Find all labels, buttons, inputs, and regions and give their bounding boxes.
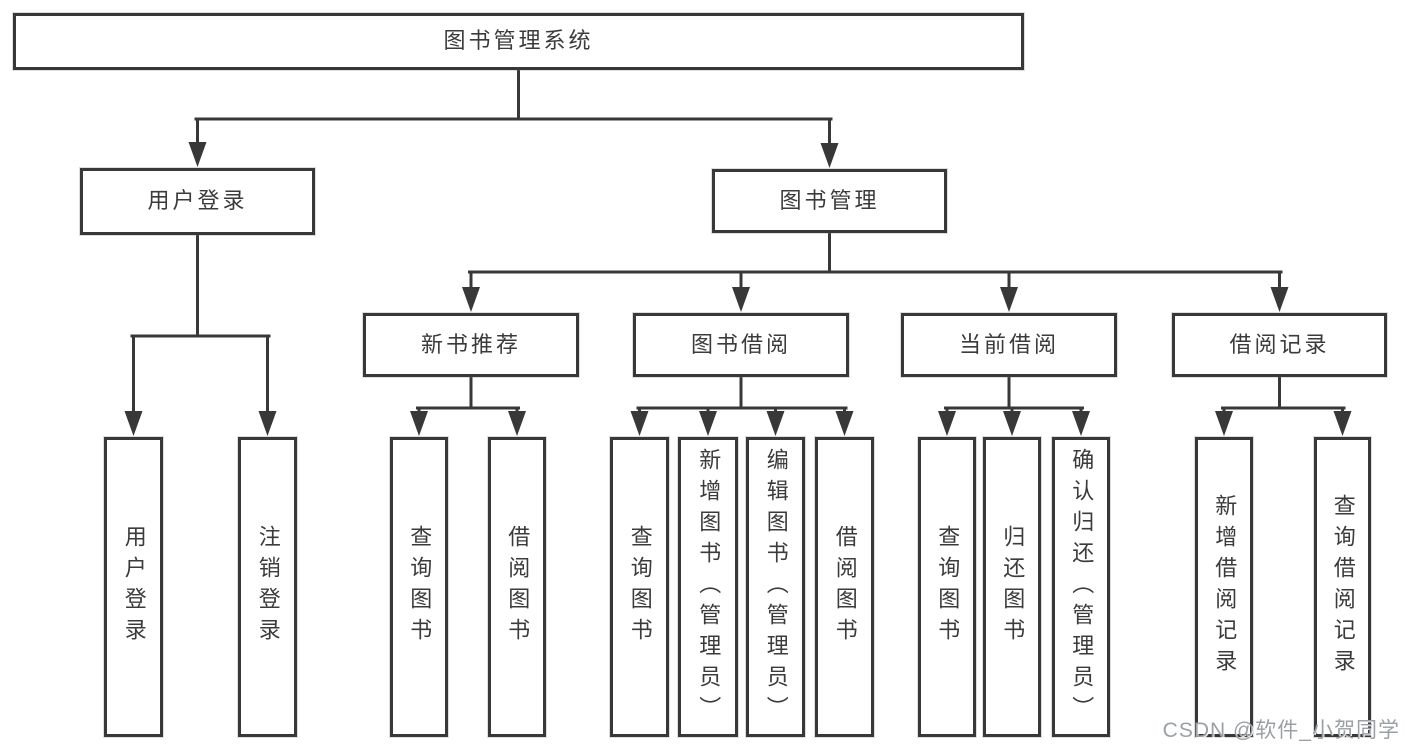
node-leaf-query-borrow-record: 查询借阅记录 [1314,437,1371,737]
arrowhead-down-icon [1270,287,1289,312]
arrowhead-down-icon [630,411,649,436]
node-leaf-add-books-admin: 新增图书（管理员） [678,437,738,737]
arrowhead-down-icon [835,411,854,436]
node-leaf-logout: 注销登录 [238,437,297,737]
arrowhead-down-icon [188,142,207,167]
node-leaf-user-login: 用户登录 [104,437,163,737]
node-borrowing-records: 借阅记录 [1172,313,1387,377]
node-book-borrowing: 图书借阅 [633,313,849,377]
node-book-management-system: 图书管理系统 [13,13,1024,70]
node-leaf-return-books: 归还图书 [983,437,1041,737]
node-leaf-newbook-query-books: 查询图书 [390,437,448,737]
arrowhead-down-icon [938,411,956,436]
node-leaf-confirm-return-admin: 确认归还（管理员） [1052,437,1110,737]
node-leaf-add-borrow-record: 新增借阅记录 [1195,437,1253,737]
arrowhead-down-icon [766,411,785,436]
node-new-book-recommendation: 新书推荐 [363,313,579,377]
arrowhead-down-icon [124,411,143,436]
arrowhead-down-icon [1215,411,1233,436]
node-leaf-current-query-books: 查询图书 [918,437,976,737]
node-leaf-borrowing-borrow-books: 借阅图书 [815,437,874,737]
node-leaf-newbook-borrow-books: 借阅图书 [488,437,546,737]
arrowhead-down-icon [258,411,277,436]
node-user-login: 用户登录 [80,168,315,235]
arrowhead-down-icon [1333,411,1352,436]
arrowhead-down-icon [732,287,750,312]
node-current-borrowing: 当前借阅 [901,313,1117,377]
node-leaf-edit-books-admin: 编辑图书（管理员） [746,437,805,737]
arrowhead-down-icon [1003,411,1021,436]
arrowhead-down-icon [820,143,839,168]
watermark: CSDN @软件_小贺同学 [1162,719,1400,742]
arrowhead-down-icon [508,411,526,436]
arrowhead-down-icon [1072,411,1090,436]
arrowhead-down-icon [1000,287,1018,312]
node-book-management: 图书管理 [712,169,947,233]
node-leaf-borrowing-query-books: 查询图书 [610,437,669,737]
arrowhead-down-icon [699,411,717,436]
arrowhead-down-icon [462,287,480,312]
arrowhead-down-icon [410,411,428,436]
